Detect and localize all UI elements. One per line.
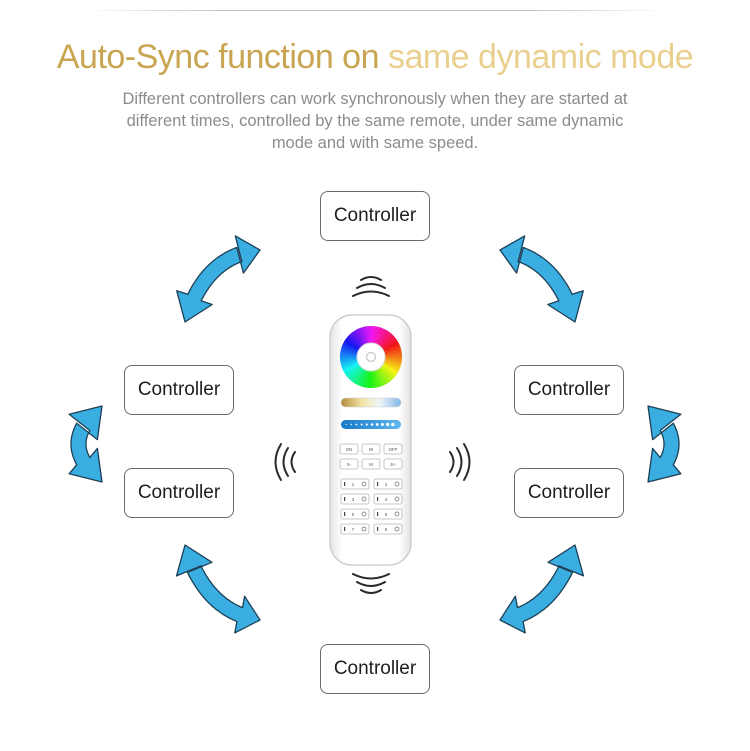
remote-button: M [361, 458, 381, 470]
zone-button: 2 [373, 478, 403, 490]
signal-waves-left-icon [274, 443, 296, 481]
page-title: Auto-Sync function on same dynamic mode [0, 38, 750, 77]
zone-button: 3 [340, 493, 370, 505]
svg-text:7: 7 [352, 527, 355, 532]
sync-arrow-left-icon [68, 405, 103, 483]
subtitle-line: mode and with same speed. [271, 134, 479, 152]
controller-box-right-lower: Controller [514, 468, 624, 518]
svg-text:8: 8 [385, 527, 388, 532]
svg-text:2: 2 [385, 482, 388, 487]
remote-button: ON [339, 443, 359, 455]
svg-text:W: W [369, 447, 374, 452]
svg-text:5: 5 [352, 512, 355, 517]
color-temperature-slider [340, 397, 402, 408]
remote-button: S- [339, 458, 359, 470]
sync-arrow-bottom-right-icon [499, 544, 585, 634]
signal-waves-right-icon [449, 443, 471, 481]
signal-waves-top-icon [352, 276, 390, 297]
zone-button: 8 [373, 523, 403, 535]
svg-text:6: 6 [385, 512, 388, 517]
remote-button: S+ [383, 458, 403, 470]
controller-box-left-lower: Controller [124, 468, 234, 518]
controller-box-left-upper: Controller [124, 365, 234, 415]
sync-arrow-top-left-icon [176, 235, 261, 323]
remote-button: OFF [383, 443, 403, 455]
page-subtitle: Different controllers can work synchrono… [95, 88, 655, 154]
top-divider [85, 10, 665, 11]
zone-button: 7 [340, 523, 370, 535]
subtitle-line: Different controllers can work synchrono… [122, 90, 628, 108]
remote-button: W [361, 443, 381, 455]
controller-box-bottom: Controller [320, 644, 430, 694]
zone-button: 1 [340, 478, 370, 490]
subtitle-line: different times, controlled by the same … [126, 112, 624, 130]
controller-box-right-upper: Controller [514, 365, 624, 415]
svg-text:M: M [369, 462, 373, 467]
svg-text:ON: ON [346, 447, 353, 452]
zone-button: 4 [373, 493, 403, 505]
svg-text:1: 1 [352, 482, 355, 487]
svg-text:4: 4 [385, 497, 388, 502]
color-wheel [340, 325, 402, 388]
title-part-gold: Auto-Sync function on [56, 38, 388, 76]
zone-button: 5 [340, 508, 370, 520]
signal-waves-bottom-icon [352, 573, 390, 594]
sync-arrow-bottom-left-icon [175, 544, 261, 634]
svg-text:OFF: OFF [389, 447, 398, 452]
svg-text:3: 3 [352, 497, 355, 502]
sync-arrow-top-right-icon [499, 235, 584, 323]
svg-text:S+: S+ [390, 462, 396, 467]
controller-box-top: Controller [320, 191, 430, 241]
zone-button: 6 [373, 508, 403, 520]
svg-text:S-: S- [347, 462, 352, 467]
sync-arrow-right-icon [647, 405, 682, 483]
title-part-light-gold: same dynamic mode [387, 38, 694, 76]
remote-control: ON W OFF S- M S+ 1 2 [329, 314, 412, 566]
